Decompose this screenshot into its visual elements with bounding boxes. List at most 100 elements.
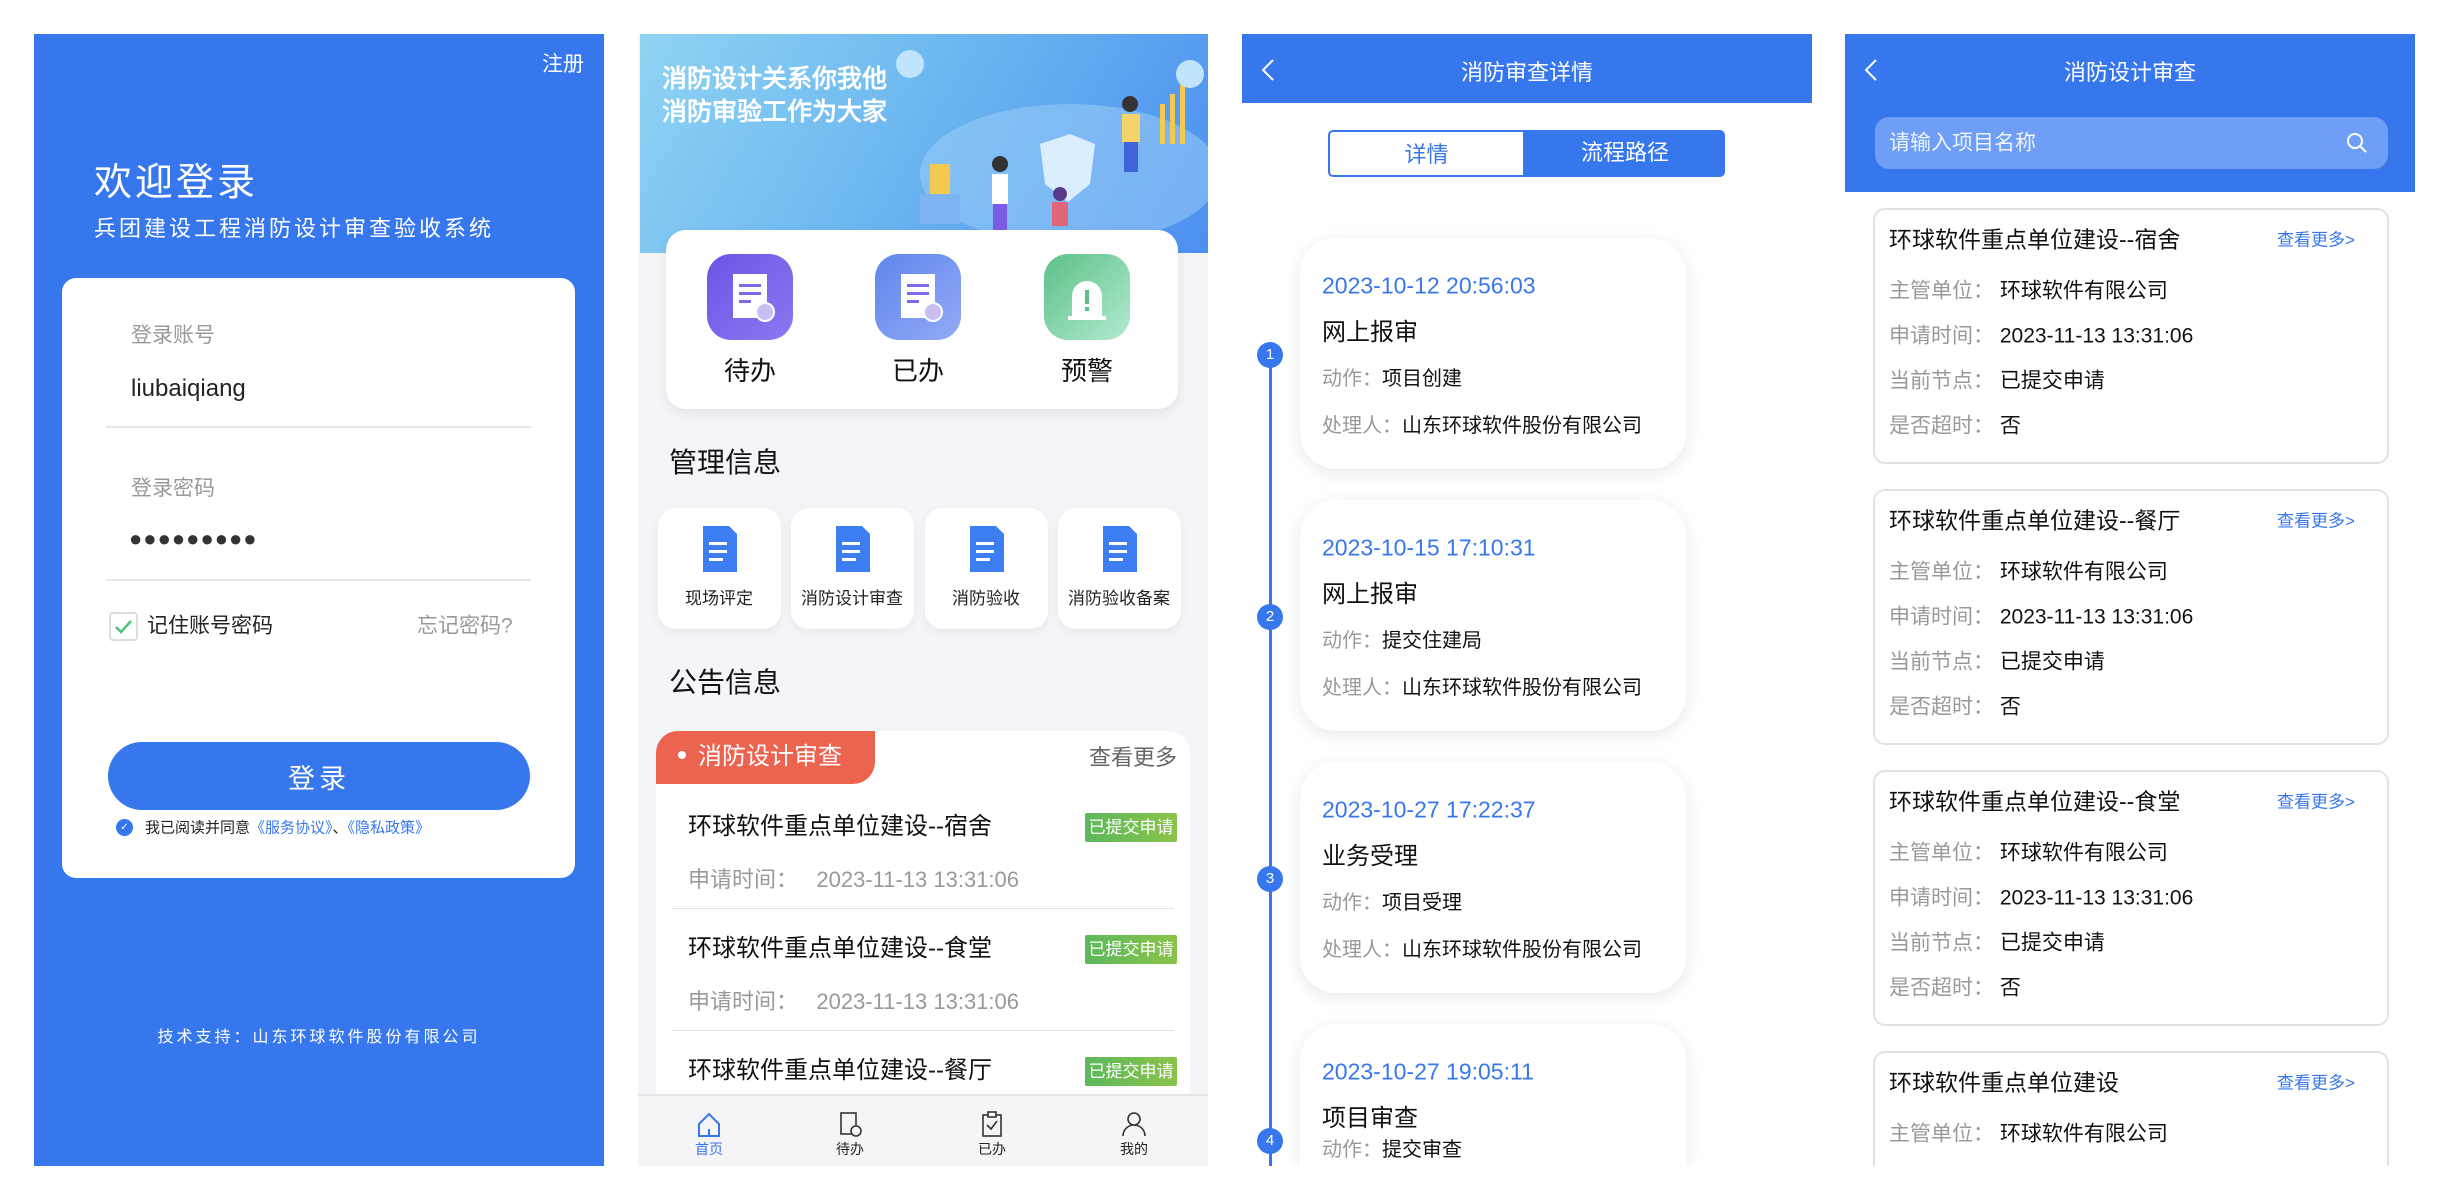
field-value: 已提交申请	[1999, 931, 2105, 955]
tab-detail[interactable]: 详情	[1328, 130, 1525, 177]
project-card[interactable]: 环球软件重点单位建设--食堂 查看更多> 主管单位： 环球软件有限公司申请时间：…	[1873, 770, 2389, 1026]
register-link[interactable]: 注册	[542, 53, 584, 76]
project-card[interactable]: 环球软件重点单位建设 查看更多> 主管单位： 环球软件有限公司	[1873, 1051, 2389, 1166]
field-label: 主管单位：	[1889, 1122, 1994, 1146]
tab-label: 待办	[836, 1141, 864, 1157]
handler-value: 山东环球软件股份有限公司	[1402, 939, 1642, 961]
bottom-tab-bar	[638, 1094, 1208, 1166]
login-button[interactable]: 登录	[108, 742, 530, 810]
alarm-icon	[1044, 254, 1130, 340]
action-value: 项目创建	[1382, 368, 1462, 390]
field-label: 当前节点：	[1889, 650, 1994, 674]
notice-item[interactable]: 环球软件重点单位建设--宿舍 已提交申请 申请时间： 2023-11-13 13…	[656, 787, 1190, 909]
time-label: 申请时间：	[688, 867, 799, 892]
welcome-title: 欢迎登录	[94, 162, 259, 204]
tile-doc-upload[interactable]: 消防验收备案	[1058, 508, 1181, 629]
project-title: 环球软件重点单位建设--餐厅	[1889, 507, 2181, 534]
quick-alarm[interactable]: 预警	[1027, 230, 1147, 409]
quick-label: 待办	[723, 356, 777, 386]
timeline-card: 2023-10-27 17:22:37 业务受理 动作：项目受理 处理人：山东环…	[1300, 762, 1686, 993]
notice-tab[interactable]: 消防设计审查	[656, 731, 875, 784]
notice-time: 申请时间： 2023-11-13 13:31:06	[688, 869, 1019, 891]
clipboard-check-icon	[982, 1111, 1002, 1137]
timeline-line	[1269, 350, 1272, 1166]
status-badge: 已提交申请	[1085, 935, 1177, 964]
list-screen: 消防设计审查 请输入项目名称 环球软件重点单位建设--宿舍 查看更多> 主管单位…	[1845, 34, 2415, 1166]
tab-clipboard-check[interactable]: 已办	[942, 1096, 1042, 1166]
project-card[interactable]: 环球软件重点单位建设--宿舍 查看更多> 主管单位： 环球软件有限公司申请时间：…	[1873, 208, 2389, 464]
step-handler: 处理人：山东环球软件股份有限公司	[1322, 678, 1642, 698]
back-icon[interactable]	[1260, 58, 1276, 82]
notice-more-link[interactable]: 查看更多	[1089, 745, 1178, 770]
forgot-password-link[interactable]: 忘记密码?	[417, 614, 513, 638]
footer-support: 技术支持：山东环球软件股份有限公司	[157, 1029, 481, 1046]
field-unit: 主管单位： 环球软件有限公司	[1889, 1124, 2168, 1145]
banner-slogan-2: 消防审验工作为大家	[662, 98, 888, 126]
home-screen: 消防设计关系你我他 消防审验工作为大家 待办 已办 预警 管理信息 现场评定 消…	[638, 34, 1208, 1166]
view-more-link[interactable]: 查看更多>	[2277, 1073, 2355, 1093]
tile-doc-edit[interactable]: 现场评定	[658, 508, 781, 629]
field-label: 当前节点：	[1889, 931, 1994, 955]
field-unit: 主管单位： 环球软件有限公司	[1889, 843, 2168, 864]
tab-home[interactable]: 首页	[659, 1096, 759, 1166]
field-value: 2023-11-13 13:31:06	[1999, 886, 2194, 910]
field-label: 申请时间：	[1889, 886, 1994, 910]
notice-item[interactable]: 环球软件重点单位建设--餐厅 已提交申请	[656, 1031, 1190, 1094]
tile-doc-search[interactable]: 消防设计审查	[791, 508, 914, 629]
quick-pending-doc[interactable]: 待办	[690, 230, 810, 409]
time-label: 申请时间：	[688, 989, 799, 1014]
field-label: 申请时间：	[1889, 324, 1994, 348]
step-name: 业务受理	[1322, 843, 1418, 870]
step-time: 2023-10-12 20:56:03	[1322, 272, 1536, 299]
view-more-link[interactable]: 查看更多>	[2277, 792, 2355, 812]
tile-label: 消防验收备案	[1068, 589, 1170, 608]
notice-section-title: 公告信息	[669, 667, 782, 698]
back-icon[interactable]	[1863, 58, 1879, 82]
separator: 、	[332, 819, 348, 837]
step-name: 网上报审	[1322, 581, 1418, 608]
service-agreement-link[interactable]: 《服务协议》	[250, 819, 333, 837]
remember-checkbox[interactable]	[109, 612, 138, 641]
tab-pending[interactable]: 待办	[800, 1096, 900, 1166]
handler-label: 处理人：	[1322, 939, 1402, 961]
search-input[interactable]: 请输入项目名称	[1875, 117, 2388, 169]
timeline-card: 2023-10-15 17:10:31 网上报审 动作：提交住建局 处理人：山东…	[1300, 500, 1686, 731]
manage-section-title: 管理信息	[669, 447, 782, 478]
tab-flow-path[interactable]: 流程路径	[1525, 130, 1725, 177]
field-timeout: 是否超时： 否	[1889, 978, 2021, 999]
login-screen: 注册 欢迎登录 兵团建设工程消防设计审查验收系统 登录账号 liubaiqian…	[34, 34, 604, 1166]
divider	[672, 1030, 1174, 1031]
project-card[interactable]: 环球软件重点单位建设--餐厅 查看更多> 主管单位： 环球软件有限公司申请时间：…	[1873, 489, 2389, 745]
field-value: 否	[1999, 695, 2021, 719]
step-number: 3	[1257, 866, 1283, 892]
time-value: 2023-11-13 13:31:06	[816, 867, 1020, 892]
tile-label: 现场评定	[685, 589, 753, 608]
step-name: 网上报审	[1322, 319, 1418, 346]
field-node: 当前节点： 已提交申请	[1889, 371, 2105, 392]
step-time: 2023-10-27 19:05:11	[1322, 1058, 1534, 1085]
account-input[interactable]: liubaiqiang	[131, 375, 246, 402]
timeline-card: 2023-10-12 20:56:03 网上报审 动作：项目创建 处理人：山东环…	[1300, 238, 1686, 469]
privacy-policy-link[interactable]: 《隐私政策》	[347, 819, 431, 837]
view-more-link[interactable]: 查看更多>	[2277, 230, 2355, 250]
banner[interactable]: 消防设计关系你我他 消防审验工作为大家	[640, 34, 1208, 253]
check-icon	[115, 620, 132, 634]
tab-user[interactable]: 我的	[1084, 1096, 1184, 1166]
step-handler: 处理人：山东环球软件股份有限公司	[1322, 940, 1642, 960]
handler-label: 处理人：	[1322, 415, 1402, 437]
notice-item[interactable]: 环球软件重点单位建设--食堂 已提交申请 申请时间： 2023-11-13 13…	[656, 909, 1190, 1031]
time-value: 2023-11-13 13:31:06	[816, 989, 1020, 1014]
password-input[interactable]: ●●●●●●●●●	[129, 526, 258, 551]
field-value: 否	[1999, 976, 2021, 1000]
view-more-link[interactable]: 查看更多>	[2277, 511, 2355, 531]
agree-checkbox[interactable]: ✓	[116, 819, 133, 836]
page-title: 消防设计审查	[2063, 60, 2197, 85]
remember-label[interactable]: 记住账号密码	[147, 614, 273, 638]
field-time: 申请时间： 2023-11-13 13:31:06	[1889, 607, 2193, 628]
quick-done-doc[interactable]: 已办	[858, 230, 978, 409]
step-name: 项目审查	[1322, 1105, 1418, 1132]
tile-doc-check[interactable]: 消防验收	[925, 508, 1048, 629]
quick-label: 已办	[891, 356, 945, 386]
search-icon[interactable]	[2345, 131, 2369, 155]
step-time: 2023-10-15 17:10:31	[1322, 534, 1536, 561]
